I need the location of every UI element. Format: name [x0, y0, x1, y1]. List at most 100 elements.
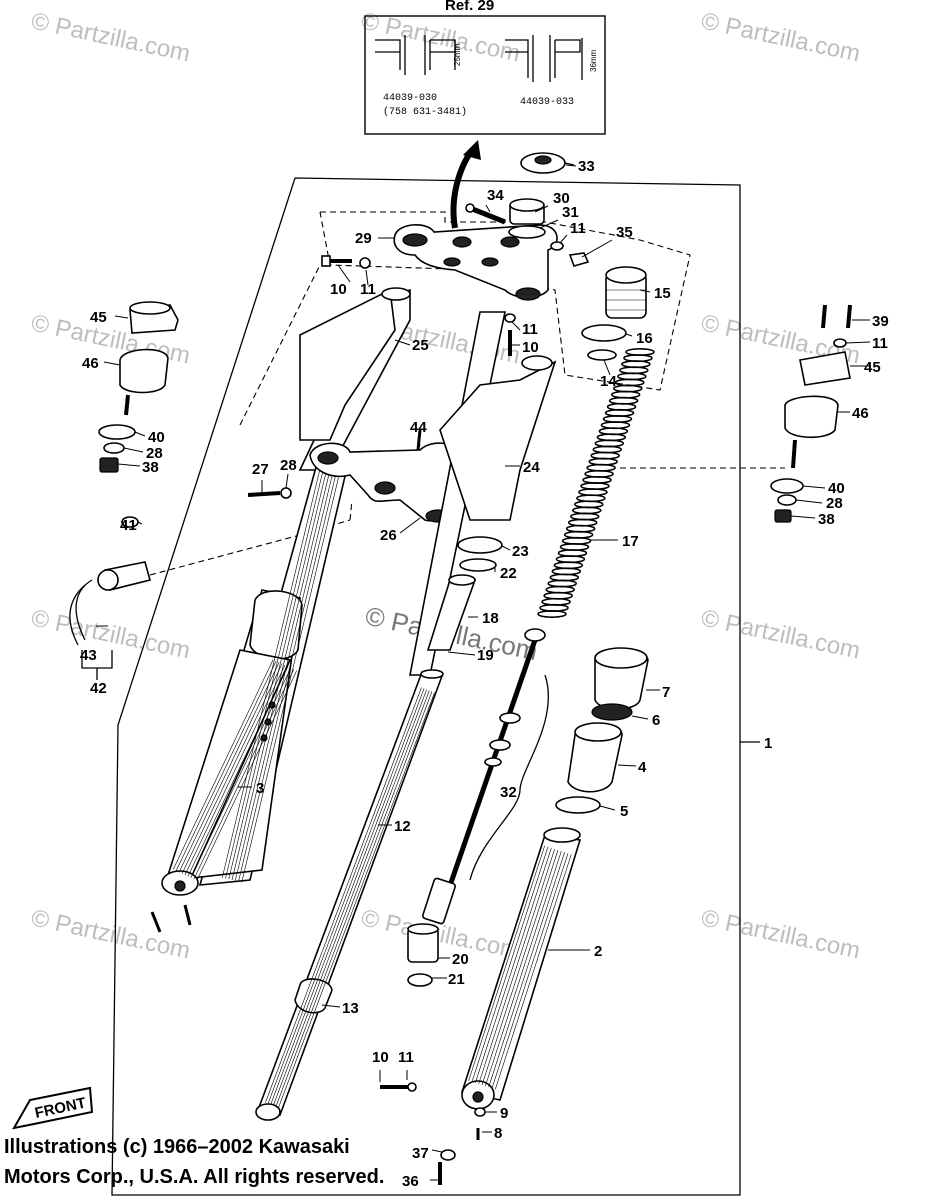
top-bracket-dashed-outline	[319, 211, 691, 391]
callout-1: 1	[764, 735, 772, 752]
part-22-ring	[459, 558, 497, 572]
callout-45: 45	[864, 359, 881, 376]
callout-6: 6	[652, 712, 660, 729]
outer-tube-shading	[468, 845, 572, 1090]
watermark: © Partzilla.com	[29, 604, 193, 664]
left-part-alt-number: (758 631-3481)	[383, 106, 467, 118]
callout-19: 19	[477, 647, 494, 664]
callout-24: 24	[523, 459, 540, 476]
front-direction-icon: FRONT	[12, 1086, 94, 1130]
reference-arrow-icon	[450, 148, 475, 229]
callout-11: 11	[398, 1049, 414, 1066]
reference-title: Ref. 29	[445, 0, 494, 14]
callout-30: 30	[553, 190, 570, 207]
part-11-washer	[550, 241, 564, 251]
callout-20: 20	[452, 951, 469, 968]
callout-32: 32	[500, 784, 517, 801]
callout-17: 17	[622, 533, 639, 550]
callout-11: 11	[872, 335, 888, 352]
callout-26: 26	[380, 527, 397, 544]
callout-12: 12	[394, 818, 411, 835]
callout-10: 10	[522, 339, 539, 356]
part-36-bolt	[438, 1149, 456, 1185]
part-27-bolt	[247, 487, 292, 499]
callout-22: 22	[500, 565, 517, 582]
callout-41: 41	[120, 517, 137, 534]
callout-16: 16	[636, 330, 653, 347]
part-11-washer	[504, 313, 516, 323]
callout-40: 40	[148, 429, 165, 446]
part-3-bottom-bolts	[150, 904, 192, 933]
callout-35: 35	[616, 224, 633, 241]
callout-31: 31	[562, 204, 579, 221]
callout-28: 28	[280, 457, 297, 474]
callout-7: 7	[662, 684, 670, 701]
right-dimension: 36mm	[589, 49, 598, 72]
part-10-bottom-bolt	[380, 1082, 417, 1092]
part-5-o-ring	[555, 796, 601, 814]
part-17-spring	[537, 347, 655, 618]
left-leg-shading	[172, 467, 341, 883]
callout-3: 3	[256, 780, 264, 797]
callout-8: 8	[494, 1125, 502, 1142]
copyright-line-2: Motors Corp., U.S.A. All rights reserved…	[4, 1166, 385, 1188]
callout-numbers: 33 34 30 31 11 35 29 10 11 15 16 14 11 1…	[80, 158, 889, 1190]
callout-46: 46	[82, 355, 99, 372]
leader-lines	[96, 164, 871, 1181]
callout-18: 18	[482, 610, 499, 627]
watermark: © Partzilla.com	[29, 904, 193, 964]
part-9-washer	[474, 1107, 486, 1117]
watermark: © Partzilla.com	[29, 7, 193, 67]
callout-39: 39	[872, 313, 889, 330]
callout-38: 38	[142, 459, 159, 476]
callout-44: 44	[410, 419, 427, 436]
assembly-outline	[111, 177, 741, 1196]
callout-37: 37	[412, 1145, 429, 1162]
part-21-washer	[407, 973, 433, 987]
part-4-spacer	[567, 722, 623, 793]
callout-28: 28	[826, 495, 843, 512]
part-6-oil-seal	[591, 703, 633, 721]
part-18-guide	[426, 574, 477, 651]
callout-33: 33	[578, 158, 595, 175]
copyright-line-1: Illustrations (c) 1966–2002 Kawasaki	[4, 1136, 350, 1158]
part-14-o-ring	[587, 349, 617, 361]
callout-40: 40	[828, 480, 845, 497]
callout-29: 29	[355, 230, 372, 247]
part-16-gasket	[581, 324, 627, 342]
callout-42: 42	[90, 680, 107, 697]
callout-21: 21	[448, 971, 465, 988]
callout-4: 4	[638, 759, 647, 776]
callout-11: 11	[570, 220, 586, 237]
left-part-number: 44039-030	[383, 93, 437, 104]
watermark: © Partzilla.com	[699, 7, 863, 67]
callout-28: 28	[146, 445, 163, 462]
right-handlebar-clamp-assembly	[770, 304, 852, 523]
left-handlebar-clamp-assembly	[98, 301, 179, 473]
callout-11: 11	[522, 321, 538, 338]
part-15-fork-cap-bolt	[605, 266, 647, 319]
part-24-right-fork-cover	[409, 311, 557, 676]
watermark: © Partzilla.com	[699, 604, 863, 664]
part-7-dust-seal	[594, 647, 649, 710]
reference-inset: Ref. 29 25mm 36mm 44039-030 (758 631-348…	[364, 0, 606, 135]
callout-27: 27	[252, 461, 269, 478]
callout-25: 25	[412, 337, 429, 354]
part-33-cap	[520, 152, 575, 174]
part-23-seal	[457, 536, 503, 554]
callout-38: 38	[818, 511, 835, 528]
watermark: © Partzilla.com	[699, 904, 863, 964]
left-dimension: 25mm	[453, 43, 462, 66]
part-34-bolt	[465, 203, 506, 225]
callout-10: 10	[372, 1049, 389, 1066]
callout-36: 36	[402, 1173, 419, 1190]
callout-2: 2	[594, 943, 602, 960]
callout-23: 23	[512, 543, 529, 560]
part-29-top-bracket	[393, 224, 558, 301]
callout-45: 45	[90, 309, 107, 326]
callout-13: 13	[342, 1000, 359, 1017]
part-32-damper-rod	[422, 628, 546, 925]
callout-14: 14	[600, 373, 617, 390]
